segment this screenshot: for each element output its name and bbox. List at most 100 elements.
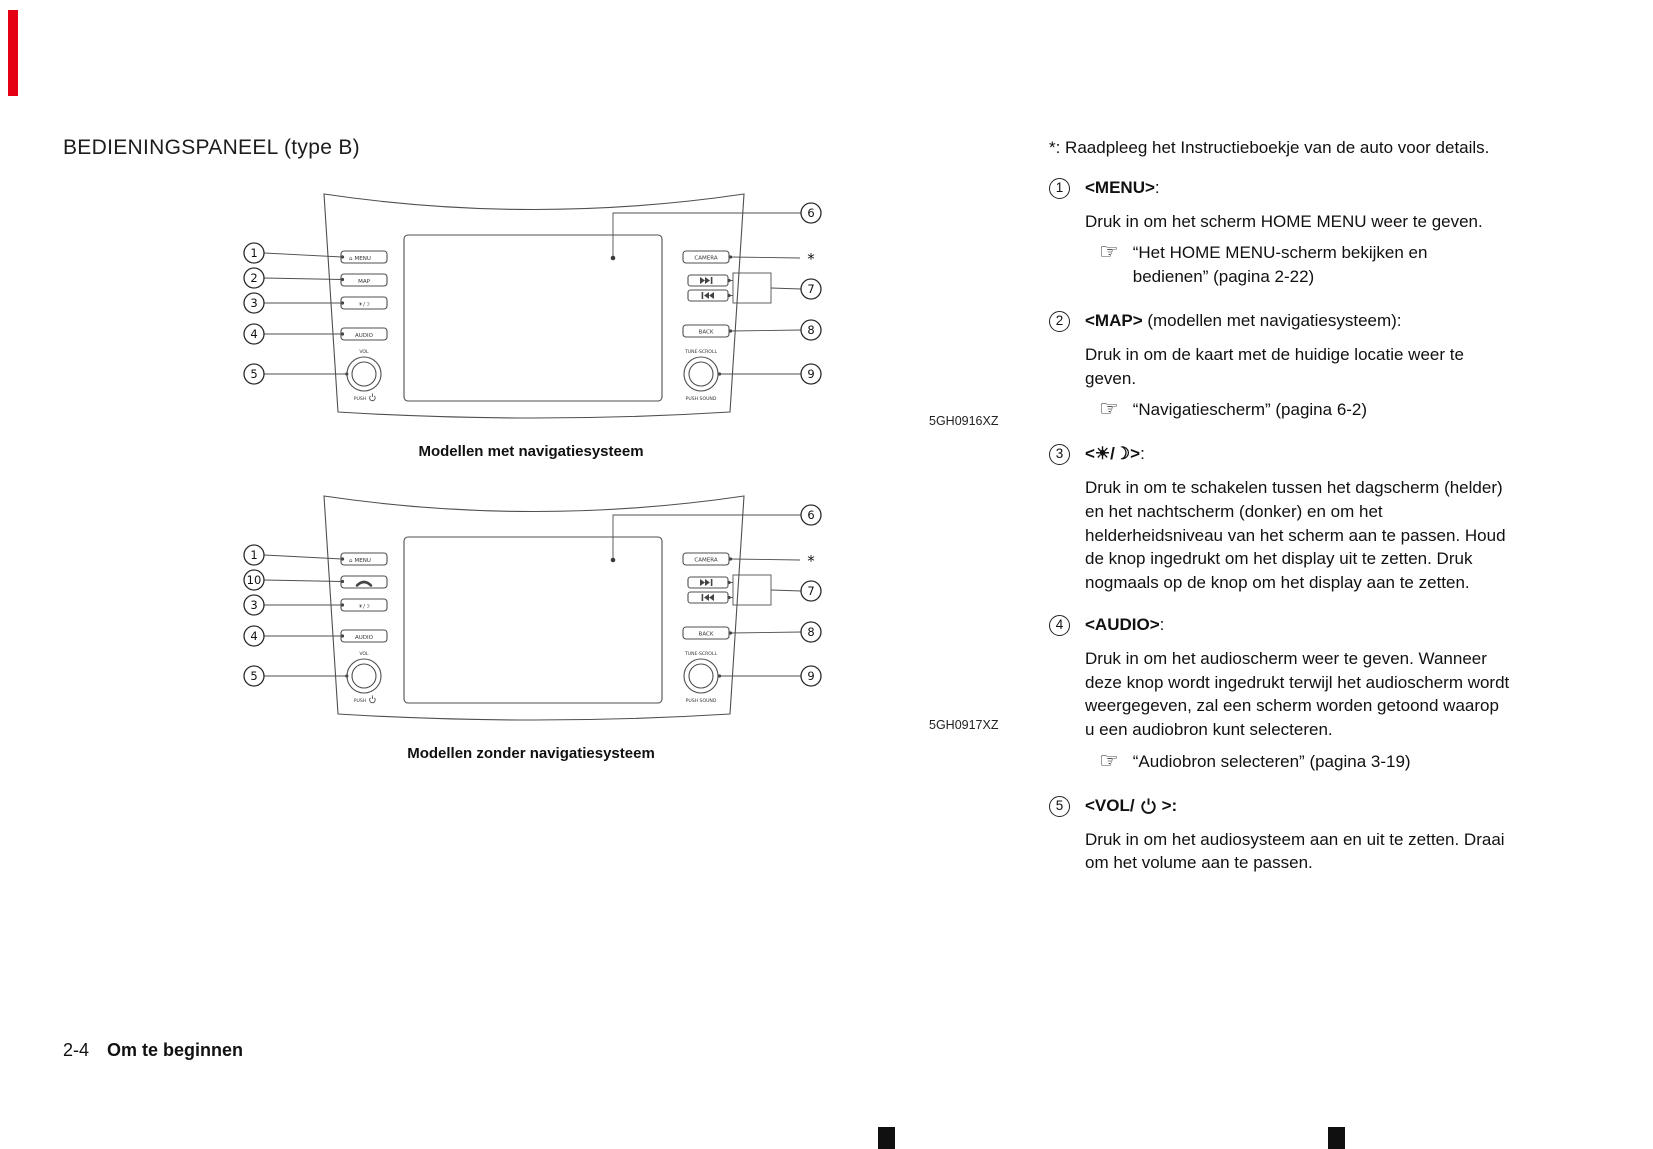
- asterisk-callout: *: [807, 250, 815, 268]
- callout-4: 4: [243, 323, 265, 345]
- svg-text:VOL: VOL: [359, 349, 369, 355]
- svg-text:VOL: VOL: [359, 651, 369, 657]
- chapter-color-tab: [8, 10, 18, 96]
- camera-button: CAMERA: [682, 250, 730, 264]
- reference-text: “Navigatiescherm” (pagina 6-2): [1132, 400, 1368, 420]
- sun-moon-icon: ☀/☽: [358, 603, 370, 610]
- section-title: Om te beginnen: [107, 1040, 244, 1060]
- entry-body: Druk in om het audioscherm weer te geven…: [1085, 648, 1510, 740]
- pointing-hand-icon: ☞: [1099, 747, 1119, 773]
- svg-text:7: 7: [807, 584, 814, 598]
- previous-track-icon: [701, 292, 714, 299]
- callout-3: 3: [243, 594, 265, 616]
- item-number: 5: [1049, 795, 1070, 817]
- menu-button: ⌂MENU: [340, 552, 388, 566]
- callout-4: 4: [243, 625, 265, 647]
- callout-7: 7: [800, 278, 822, 300]
- svg-text:PUSH SOUND: PUSH SOUND: [686, 396, 717, 402]
- item-number: 1: [1049, 177, 1070, 199]
- svg-text:2: 2: [250, 271, 257, 285]
- callout-7: 7: [800, 580, 822, 602]
- figure-code: 5GH0916XZ: [929, 414, 999, 428]
- leader-lines: [263, 212, 802, 376]
- map-button: MAP: [340, 273, 388, 287]
- figure-code: 5GH0917XZ: [929, 718, 999, 732]
- camera-button: CAMERA: [682, 552, 730, 566]
- home-icon: ⌂: [349, 558, 353, 564]
- svg-text:4: 4: [250, 327, 257, 341]
- next-track-icon: [700, 579, 713, 586]
- description-column: *: Raadpleeg het Instructieboekje van de…: [1049, 136, 1511, 893]
- svg-text:9: 9: [807, 367, 814, 381]
- svg-text:1: 1: [250, 548, 257, 562]
- next-track-button: [687, 576, 729, 589]
- svg-text:5: 5: [250, 367, 257, 381]
- item-number: 4: [1049, 614, 1070, 636]
- svg-text:7: 7: [807, 282, 814, 296]
- figure-caption: Modellen zonder navigatiesysteem: [407, 745, 655, 762]
- svg-text:3: 3: [250, 296, 257, 310]
- entry-body: Druk in om de kaart met de huidige locat…: [1085, 344, 1464, 388]
- pointing-hand-icon: ☞: [1099, 396, 1119, 422]
- callout-9: 9: [800, 363, 822, 385]
- svg-text:TUNE·SCROLL: TUNE·SCROLL: [684, 651, 717, 657]
- callout-3: 3: [243, 292, 265, 314]
- svg-text:8: 8: [807, 323, 814, 337]
- home-icon: ⌂: [349, 256, 353, 262]
- day-night-button: ☀/☽: [340, 598, 388, 612]
- svg-text:BACK: BACK: [699, 632, 714, 638]
- callout-1: 1: [243, 242, 265, 264]
- audio-button: AUDIO: [340, 327, 388, 341]
- svg-text:PUSH: PUSH: [354, 396, 367, 402]
- entry-volume-power: 5 <VOL/>: Druk in om het audiosysteem aa…: [1049, 794, 1511, 883]
- callout-2: 2: [243, 267, 265, 289]
- audio-button: AUDIO: [340, 629, 388, 643]
- next-track-button: [687, 274, 729, 287]
- svg-text:4: 4: [250, 629, 257, 643]
- cross-reference: ☞ “Het HOME MENU-scherm bekijken en bedie…: [1085, 241, 1491, 289]
- entry-body: Druk in om het audiosysteem aan en uit t…: [1085, 829, 1505, 873]
- volume-knob: VOL PUSH: [346, 651, 382, 704]
- item-number: 3: [1049, 444, 1070, 466]
- callout-10: 10: [243, 569, 265, 591]
- callout-1: 1: [243, 544, 265, 566]
- svg-text:CAMERA: CAMERA: [694, 256, 717, 262]
- phone-button: [340, 575, 388, 589]
- phone-icon: [355, 580, 373, 587]
- pointing-hand-icon: ☞: [1099, 239, 1119, 265]
- entry-label: <AUDIO>:: [1085, 614, 1165, 634]
- svg-text:AUDIO: AUDIO: [355, 635, 374, 641]
- svg-text:MAP: MAP: [358, 279, 371, 285]
- back-button: BACK: [682, 626, 730, 640]
- previous-track-icon: [701, 594, 714, 601]
- reference-text: “Het HOME MENU-scherm bekijken en bedien…: [1132, 243, 1428, 287]
- sun-moon-icon: ☀/☽: [358, 301, 370, 308]
- display-screen: [403, 536, 663, 704]
- entry-menu: 1 <MENU>: Druk in om het scherm HOME MEN…: [1049, 176, 1511, 299]
- tune-scroll-knob: TUNE·SCROLL PUSH SOUND: [683, 349, 719, 402]
- item-number: 2: [1049, 310, 1070, 332]
- asterisk-callout: *: [807, 552, 815, 570]
- back-button: BACK: [682, 324, 730, 338]
- figure-caption: Modellen met navigatiesysteem: [418, 443, 644, 460]
- entry-label: <☀/☽>:: [1085, 444, 1145, 464]
- leader-lines: [263, 514, 802, 678]
- callout-8: 8: [800, 319, 822, 341]
- previous-track-button: [687, 591, 729, 604]
- entry-day-night: 3 <☀/☽>: Druk in om te schakelen tussen …: [1049, 442, 1511, 603]
- previous-track-button: [687, 289, 729, 302]
- svg-text:PUSH: PUSH: [354, 698, 367, 704]
- page-number: 2-4: [63, 1040, 90, 1060]
- svg-text:5: 5: [250, 669, 257, 683]
- svg-text:10: 10: [247, 573, 262, 587]
- svg-text:1: 1: [250, 246, 257, 260]
- cross-reference: ☞ “Navigatiescherm” (pagina 6-2): [1085, 398, 1491, 422]
- control-panel-diagram-nav: ⌂MENU MAP ☀/☽ AUDIO VOL PUSH: [243, 193, 822, 419]
- reference-text: “Audiobron selecteren” (pagina 3-19): [1132, 751, 1411, 771]
- callout-8: 8: [800, 621, 822, 643]
- callout-5: 5: [243, 363, 265, 385]
- svg-text:6: 6: [807, 206, 814, 220]
- power-icon: [369, 393, 376, 402]
- sun-moon-icon: <☀/☽>: [1085, 444, 1141, 464]
